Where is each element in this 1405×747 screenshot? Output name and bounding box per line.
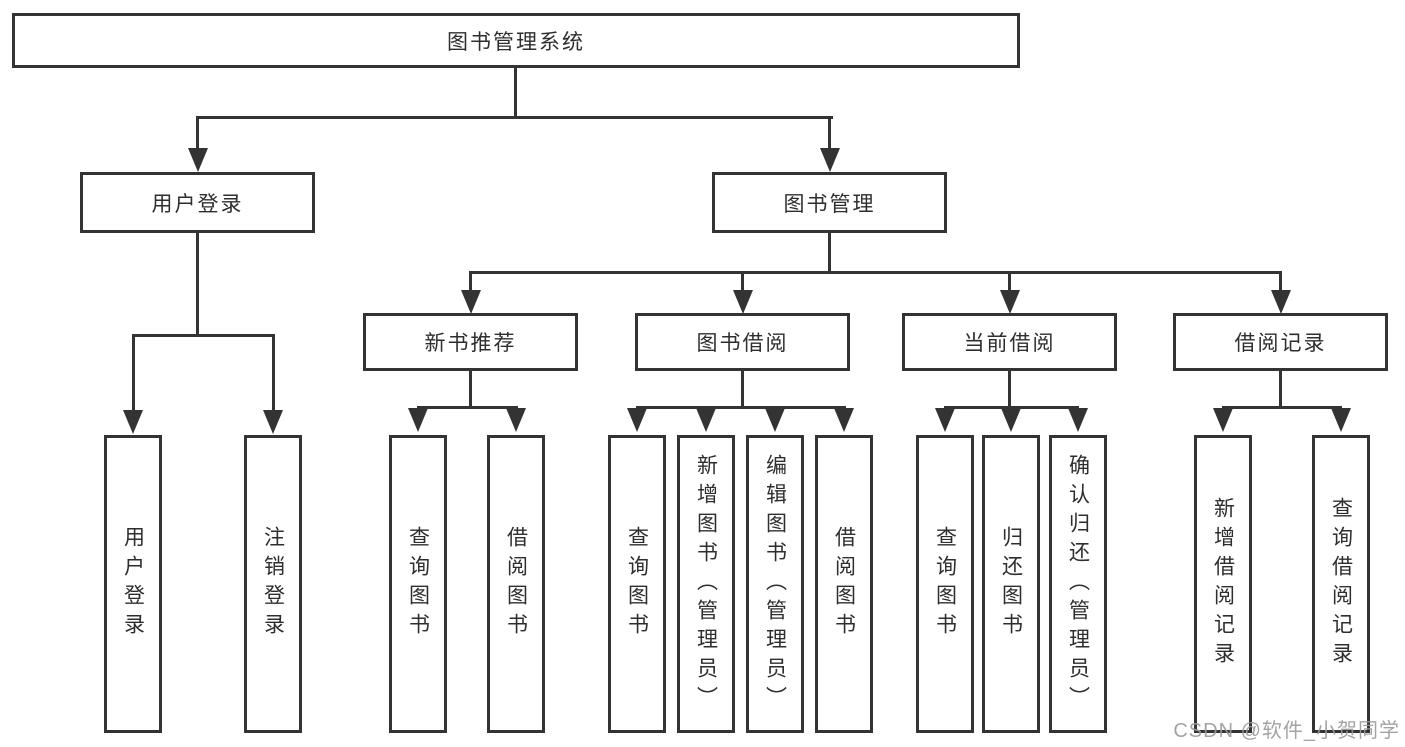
arrow-to-edit-books: [765, 408, 785, 432]
node-confirm-return-label: 确认归还（管理员）: [1066, 453, 1090, 715]
connector-current-borrow-stem: [1008, 371, 1011, 408]
arrow-to-confirm-return: [1068, 408, 1088, 432]
connector-book-mgmt-stem: [828, 233, 831, 274]
connector-user-login-branch: [132, 334, 275, 337]
node-add-borrow-record-label: 新增借阅记录: [1211, 497, 1235, 671]
connector-user-login-drop: [196, 116, 199, 149]
node-query-books-1-label: 查询图书: [406, 526, 430, 642]
arrow-to-query-borrow-record: [1331, 408, 1351, 432]
arrow-to-borrow-books-1: [506, 408, 526, 432]
connector-current-borrow-drop: [1008, 271, 1011, 291]
connector-new-book-drop: [469, 271, 472, 291]
arrow-to-login: [123, 410, 143, 434]
node-book-borrow-label: 图书借阅: [696, 332, 789, 355]
node-logout: 注销登录: [244, 435, 302, 733]
node-logout-label: 注销登录: [261, 526, 285, 642]
arrow-to-new-book-recommend: [461, 290, 481, 314]
arrow-to-add-books: [696, 408, 716, 432]
arrow-to-current-borrow: [1000, 290, 1020, 314]
node-query-borrow-record: 查询借阅记录: [1312, 435, 1370, 733]
connector-book-borrow-drop: [741, 271, 744, 291]
arrow-to-borrow-records: [1271, 290, 1291, 314]
connector-new-book-stem: [469, 371, 472, 408]
connector-user-login-stem: [196, 233, 199, 336]
node-return-books-label: 归还图书: [999, 526, 1023, 642]
connector-borrow-records-stem: [1279, 371, 1282, 408]
arrow-to-return-books: [1001, 408, 1021, 432]
arrow-to-query-books-1: [408, 408, 428, 432]
node-current-borrow: 当前借阅: [902, 313, 1117, 371]
node-borrow-books-2-label: 借阅图书: [832, 526, 856, 642]
node-new-book-recommend: 新书推荐: [363, 313, 578, 371]
arrow-to-borrow-books-2: [834, 408, 854, 432]
node-query-books-3: 查询图书: [916, 435, 974, 733]
node-borrow-books-1-label: 借阅图书: [504, 526, 528, 642]
node-root: 图书管理系统: [12, 13, 1020, 68]
node-borrow-books-2: 借阅图书: [815, 435, 873, 733]
arrow-to-logout: [263, 410, 283, 434]
connector-book-borrow-stem: [741, 371, 744, 408]
node-root-label: 图书管理系统: [447, 30, 585, 54]
connector-current-borrow-branch: [944, 406, 1079, 409]
connector-login-drop: [132, 334, 135, 411]
node-book-borrow: 图书借阅: [635, 313, 850, 371]
connector-book-borrow-branch: [636, 406, 846, 409]
arrow-to-add-borrow-record: [1213, 408, 1233, 432]
node-user-login-label: 用户登录: [151, 192, 244, 216]
node-edit-books-label: 编辑图书（管理员）: [763, 453, 787, 715]
node-return-books: 归还图书: [982, 435, 1040, 733]
connector-book-mgmt-drop: [828, 116, 831, 149]
node-query-books-1: 查询图书: [389, 435, 447, 733]
arrow-to-query-books-2: [627, 408, 647, 432]
node-edit-books: 编辑图书（管理员）: [746, 435, 804, 733]
node-query-books-3-label: 查询图书: [933, 526, 957, 642]
arrow-to-book-borrow: [733, 290, 753, 314]
node-current-borrow-label: 当前借阅: [963, 332, 1056, 355]
node-add-books-label: 新增图书（管理员）: [694, 453, 718, 715]
node-login-label: 用户登录: [121, 526, 145, 642]
node-borrow-records-label: 借阅记录: [1234, 332, 1327, 355]
node-new-book-recommend-label: 新书推荐: [424, 332, 517, 355]
arrow-to-query-books-3: [935, 408, 955, 432]
connector-borrow-records-branch: [1222, 406, 1342, 409]
arrow-to-book-mgmt: [820, 148, 840, 172]
node-add-books: 新增图书（管理员）: [677, 435, 735, 733]
node-login: 用户登录: [104, 435, 162, 733]
connector-borrow-records-drop: [1279, 271, 1282, 291]
connector-new-book-branch: [417, 406, 518, 409]
connector-book-mgmt-branch: [469, 271, 1282, 274]
node-query-borrow-record-label: 查询借阅记录: [1329, 497, 1353, 671]
node-query-books-2-label: 查询图书: [625, 526, 649, 642]
csdn-watermark: CSDN @软件_小贺同学: [1173, 720, 1400, 742]
node-confirm-return: 确认归还（管理员）: [1049, 435, 1107, 733]
node-book-mgmt-label: 图书管理: [783, 192, 876, 216]
connector-root-stem: [514, 68, 517, 117]
node-borrow-books-1: 借阅图书: [487, 435, 545, 733]
connector-root-branch: [196, 116, 833, 119]
node-book-mgmt: 图书管理: [712, 172, 947, 233]
node-user-login: 用户登录: [80, 172, 315, 233]
node-add-borrow-record: 新增借阅记录: [1194, 435, 1252, 733]
node-borrow-records: 借阅记录: [1173, 313, 1388, 371]
node-query-books-2: 查询图书: [608, 435, 666, 733]
connector-logout-drop: [272, 334, 275, 411]
arrow-to-user-login: [188, 148, 208, 172]
